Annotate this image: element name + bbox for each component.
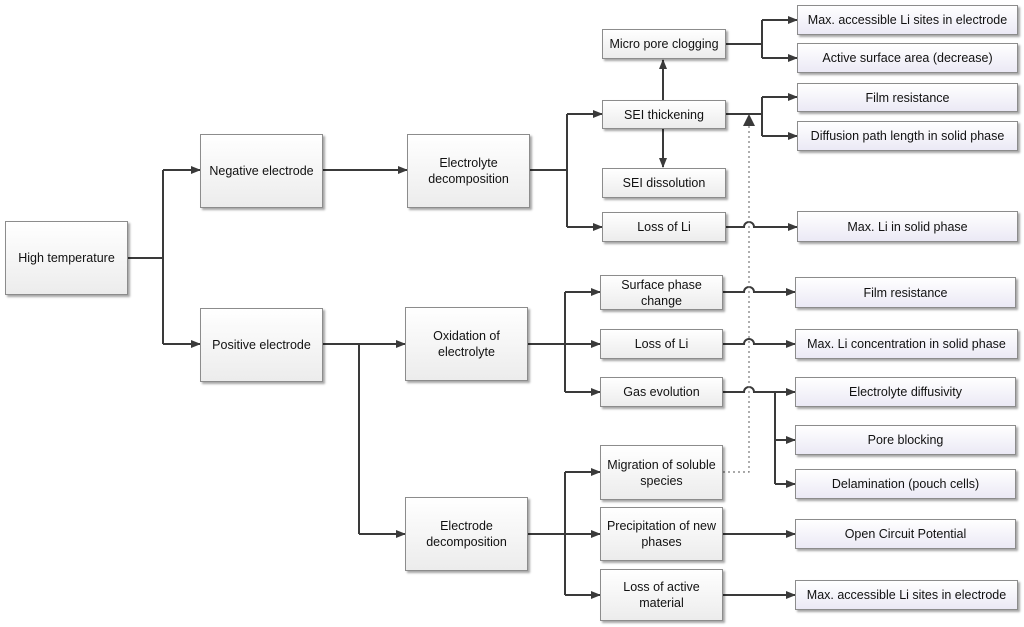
effect-pore-blocking: Pore blocking: [795, 425, 1016, 455]
node-positive-electrode: Positive electrode: [200, 308, 323, 382]
effect-max-li-concentration: Max. Li concentration in solid phase: [795, 329, 1018, 359]
effect-electrolyte-diffusivity: Electrolyte diffusivity: [795, 377, 1016, 407]
connector-micro-pore-effects: [726, 20, 763, 58]
effect-film-resistance-2: Film resistance: [795, 277, 1016, 308]
connector-oxidation-branch: [528, 292, 566, 392]
effect-open-circuit-potential: Open Circuit Potential: [795, 519, 1016, 549]
node-gas-evolution: Gas evolution: [600, 377, 723, 407]
node-high-temperature: High temperature: [5, 221, 128, 295]
arrow-to-max-li-solid: [726, 221, 798, 231]
node-loss-of-active-material: Loss of active material: [600, 569, 723, 621]
arrow-to-max-li-concentration: [723, 338, 796, 348]
connector-root-trunk: [128, 170, 164, 344]
node-sei-dissolution: SEI dissolution: [602, 168, 726, 198]
effect-max-li-in-solid-phase: Max. Li in solid phase: [797, 211, 1018, 242]
effect-film-resistance-1: Film resistance: [797, 83, 1018, 112]
arrow-to-film-resistance-2: [723, 286, 796, 296]
dotted-feedback-arrowhead: [743, 114, 755, 126]
effect-max-accessible-li-sites-2: Max. accessible Li sites in electrode: [795, 580, 1018, 610]
effect-diffusion-path-length: Diffusion path length in solid phase: [797, 121, 1018, 151]
connector-electrode-decomp-branch: [528, 472, 566, 595]
node-precipitation-of-new-phases: Precipitation of new phases: [600, 507, 723, 561]
effect-max-accessible-li-sites-1: Max. accessible Li sites in electrode: [797, 5, 1018, 35]
node-surface-phase-change: Surface phase change: [600, 275, 723, 310]
node-sei-thickening: SEI thickening: [602, 100, 726, 129]
effect-delamination: Delamination (pouch cells): [795, 469, 1016, 499]
node-negative-electrode: Negative electrode: [200, 134, 323, 208]
connector-negative-branch: [530, 114, 568, 227]
node-migration-of-soluble-species: Migration of soluble species: [600, 445, 723, 500]
node-micro-pore-clogging: Micro pore clogging: [602, 29, 726, 59]
node-electrolyte-decomposition: Electrolyte decomposition: [407, 134, 530, 208]
node-oxidation-of-electrolyte: Oxidation of electrolyte: [405, 307, 528, 381]
connector-sei-effects: [726, 97, 763, 136]
node-loss-of-li-positive: Loss of Li: [600, 329, 723, 359]
node-electrode-decomposition: Electrode decomposition: [405, 497, 528, 571]
dotted-feedback-connector: [723, 116, 750, 473]
effect-active-surface-area: Active surface area (decrease): [797, 43, 1018, 73]
node-loss-of-li-negative: Loss of Li: [602, 212, 726, 242]
